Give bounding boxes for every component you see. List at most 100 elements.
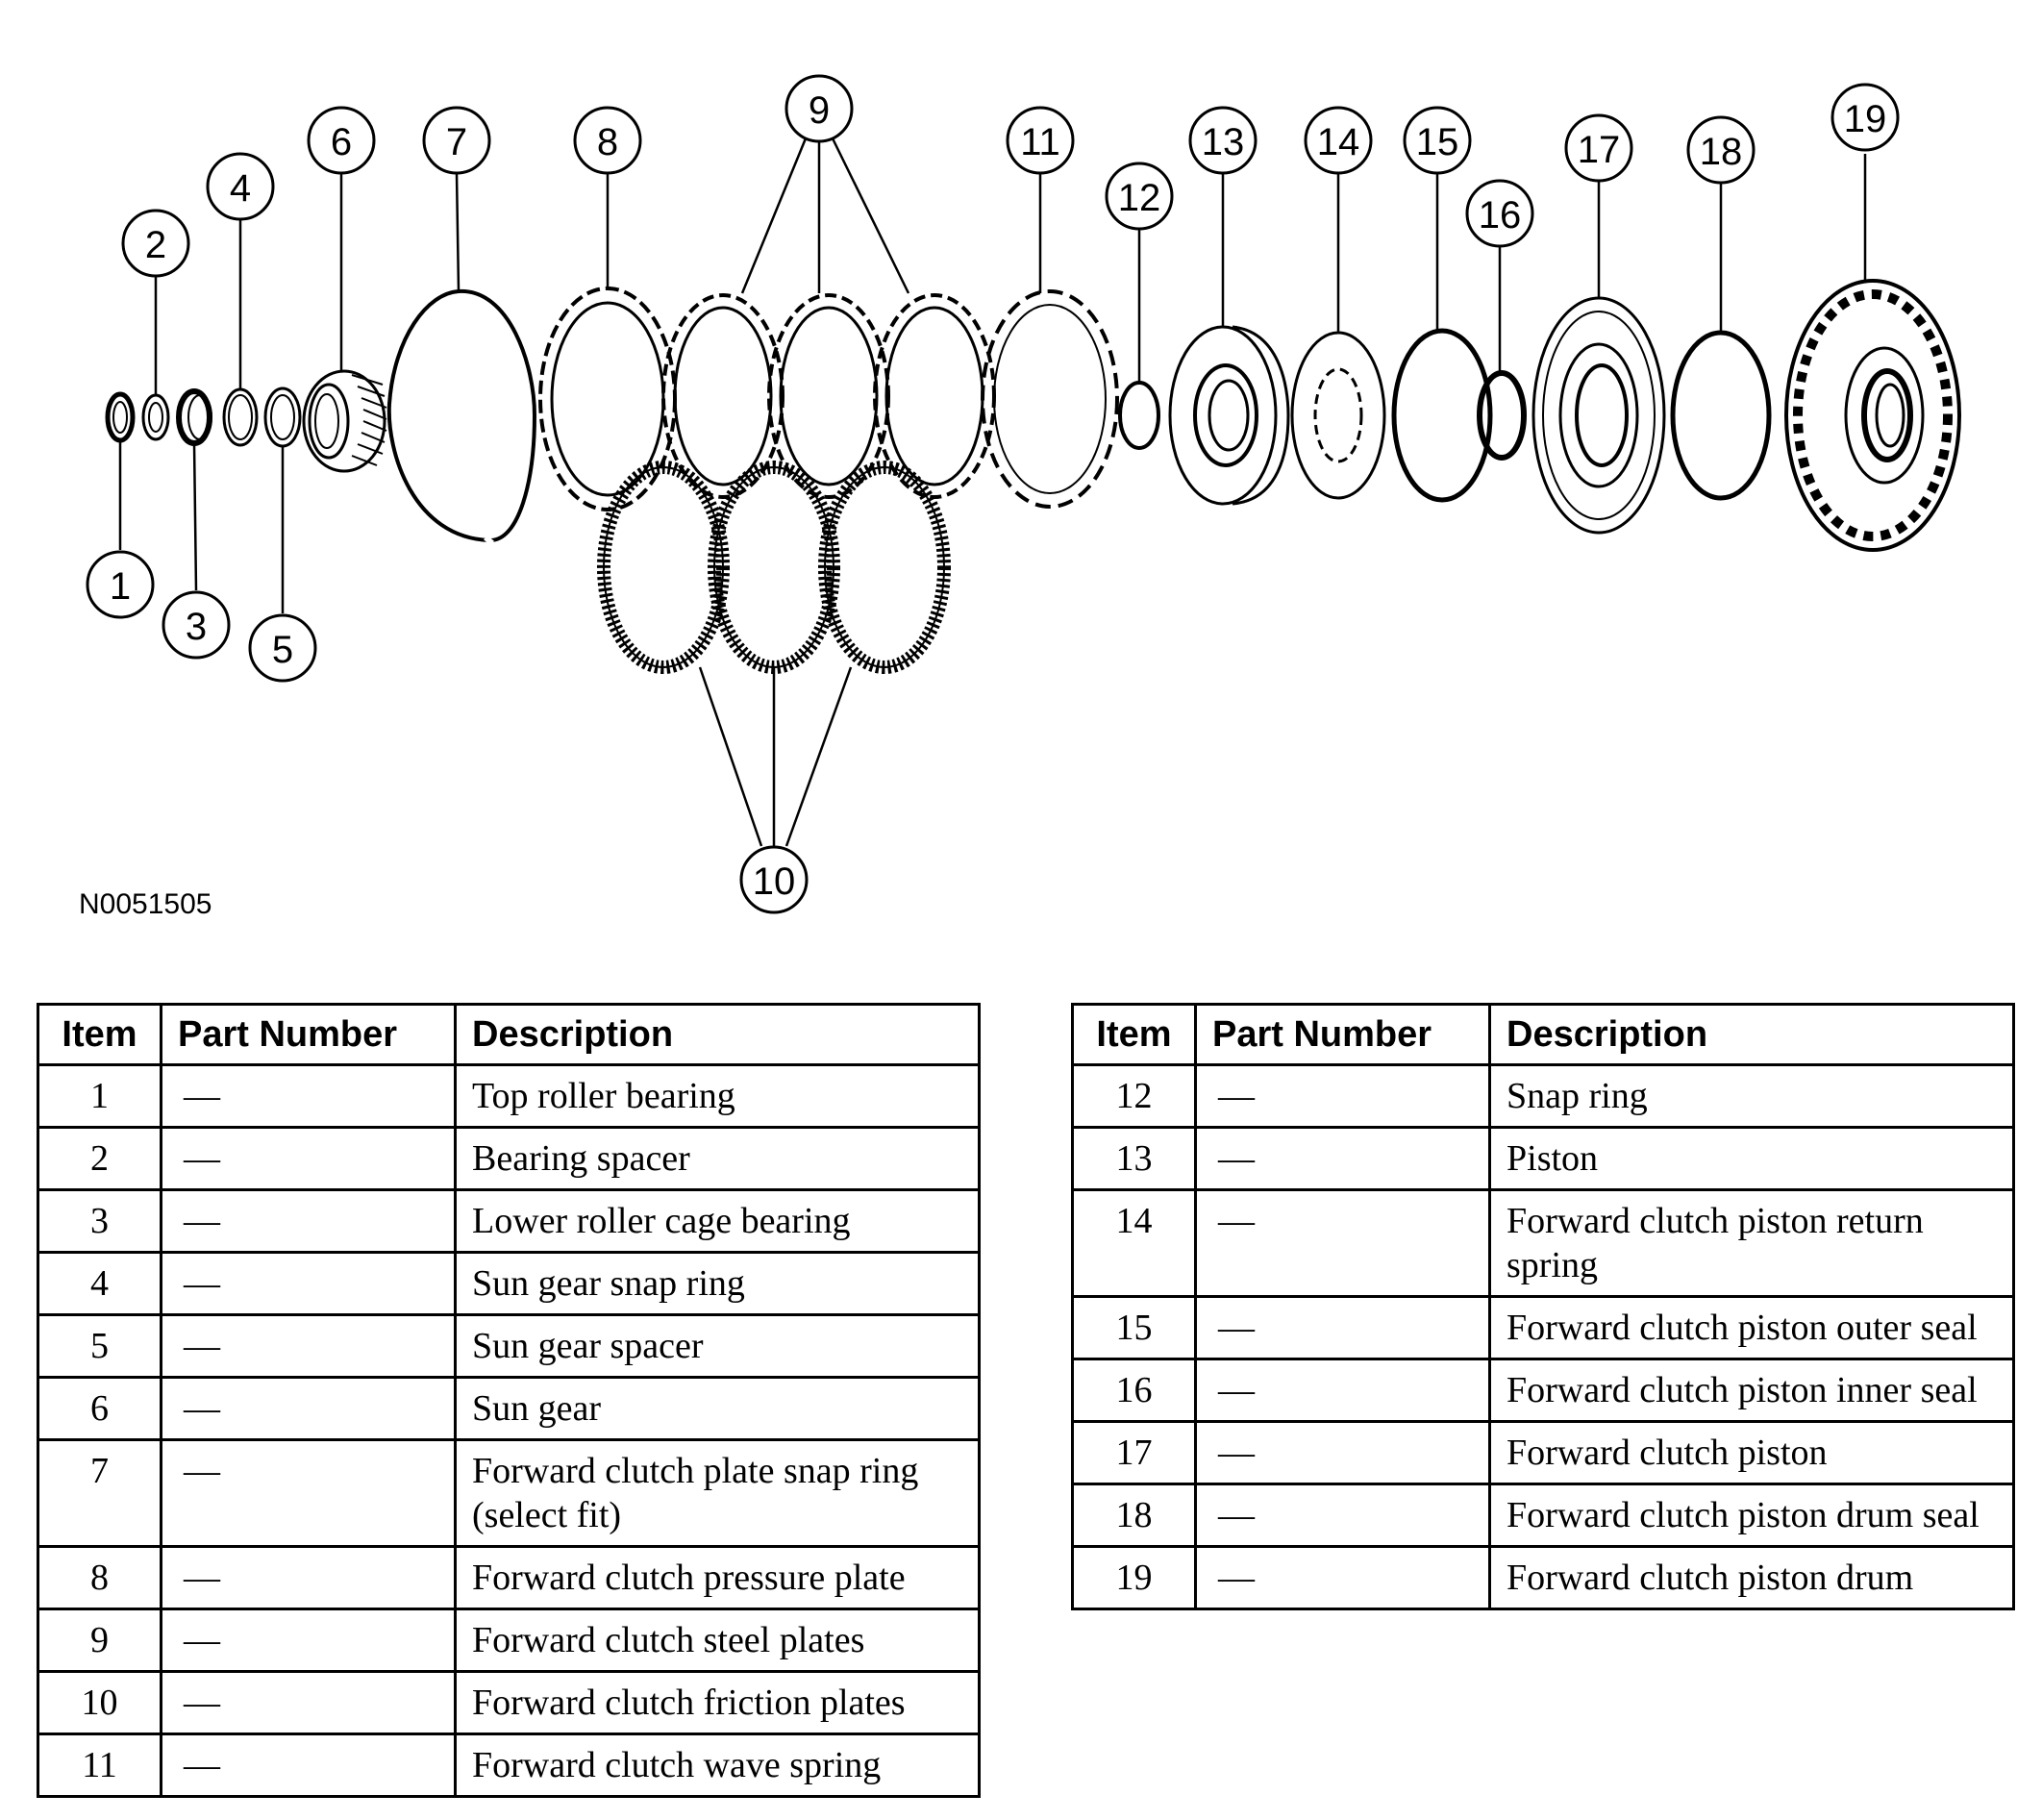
cell-item: 18 xyxy=(1071,1483,1197,1548)
callout-number: 5 xyxy=(272,629,293,671)
callout-9: 9 xyxy=(784,74,854,143)
table-row: 8—Forward clutch pressure plate xyxy=(37,1545,981,1610)
table-row: 6—Sun gear xyxy=(37,1376,981,1441)
part-13-piston xyxy=(1168,325,1290,506)
table-row: 15—Forward clutch piston outer seal xyxy=(1071,1295,2015,1360)
callout-number: 1 xyxy=(110,565,131,608)
callout-circle xyxy=(784,74,854,143)
cell-description: Top roller bearing xyxy=(454,1063,981,1129)
callout-number: 15 xyxy=(1416,121,1459,163)
cell-item: 4 xyxy=(37,1251,162,1316)
callout-number: 19 xyxy=(1844,98,1887,140)
callout-17: 17 xyxy=(1564,113,1633,183)
callout-circle xyxy=(1006,106,1075,175)
cell-description: Snap ring xyxy=(1488,1063,2015,1129)
callout-circle xyxy=(422,106,491,175)
parts-table-left: Item Part Number Description 1—Top rolle… xyxy=(37,1003,981,1798)
callout-circle xyxy=(1465,179,1534,248)
table-row: 3—Lower roller cage bearing xyxy=(37,1188,981,1254)
part-2-bearing-spacer xyxy=(141,393,170,441)
callout-number: 6 xyxy=(331,121,352,163)
cell-description: Forward clutch piston drum seal xyxy=(1488,1483,2015,1548)
callout-circle xyxy=(1564,113,1633,183)
cell-part-number: — xyxy=(1194,1063,1491,1129)
callout-number: 10 xyxy=(753,860,796,903)
part-1-top-roller-bearing xyxy=(105,391,136,443)
callout-circle xyxy=(86,550,155,619)
callout-4: 4 xyxy=(206,152,275,221)
cell-description: Forward clutch steel plates xyxy=(454,1608,981,1673)
cell-part-number: — xyxy=(1194,1358,1491,1423)
cell-part-number: — xyxy=(1194,1188,1491,1298)
cell-part-number: — xyxy=(160,1126,457,1191)
callout-circle xyxy=(248,613,317,683)
cell-item: 13 xyxy=(1071,1126,1197,1191)
header-item: Item xyxy=(1071,1003,1197,1066)
table-row: 2—Bearing spacer xyxy=(37,1126,981,1191)
callout-3: 3 xyxy=(162,590,231,660)
cell-item: 3 xyxy=(37,1188,162,1254)
callout-circle xyxy=(1403,106,1472,175)
callout-5: 5 xyxy=(248,613,317,683)
callout-10: 10 xyxy=(739,845,809,914)
cell-part-number: — xyxy=(160,1251,457,1316)
callout-18: 18 xyxy=(1686,115,1756,185)
part-11-wave-spring xyxy=(981,289,1119,509)
cell-item: 6 xyxy=(37,1376,162,1441)
table-row: 18—Forward clutch piston drum seal xyxy=(1071,1483,2015,1548)
cell-description: Forward clutch plate snap ring (select f… xyxy=(454,1438,981,1548)
cell-item: 11 xyxy=(37,1733,162,1798)
part-6-sun-gear xyxy=(302,369,387,473)
cell-item: 1 xyxy=(37,1063,162,1129)
callout-circle xyxy=(121,209,190,278)
callout-circle xyxy=(1830,83,1900,152)
cell-description: Forward clutch piston xyxy=(1488,1420,2015,1485)
callout-12: 12 xyxy=(1105,162,1174,231)
cell-description: Forward clutch piston outer seal xyxy=(1488,1295,2015,1360)
callout-circle xyxy=(739,845,809,914)
leader-lines xyxy=(118,137,1867,847)
part-15-outer-seal xyxy=(1391,328,1493,503)
header-item: Item xyxy=(37,1003,162,1066)
cell-item: 14 xyxy=(1071,1188,1197,1298)
part-7-snap-ring xyxy=(386,288,537,546)
cell-item: 10 xyxy=(37,1670,162,1735)
cell-part-number: — xyxy=(1194,1420,1491,1485)
table-row: 16—Forward clutch piston inner seal xyxy=(1071,1358,2015,1423)
cell-description: Forward clutch piston drum xyxy=(1488,1545,2015,1610)
cell-part-number: — xyxy=(160,1438,457,1548)
callout-16: 16 xyxy=(1465,179,1534,248)
part-8-pressure-plate xyxy=(538,287,677,511)
part-10-friction-plates xyxy=(597,461,951,674)
part-9-steel-plates xyxy=(661,293,996,499)
figure-id: N0051505 xyxy=(79,888,212,920)
callout-13: 13 xyxy=(1188,106,1258,175)
callout-number: 17 xyxy=(1578,129,1621,171)
cell-item: 19 xyxy=(1071,1545,1197,1610)
header-part-number: Part Number xyxy=(160,1003,457,1066)
cell-description: Sun gear spacer xyxy=(454,1313,981,1379)
part-19-forward-clutch-piston-drum xyxy=(1784,279,1961,552)
cell-description: Lower roller cage bearing xyxy=(454,1188,981,1254)
cell-description: Forward clutch piston inner seal xyxy=(1488,1358,2015,1423)
part-4-sun-gear-snap-ring xyxy=(222,387,259,447)
cell-description: Sun gear snap ring xyxy=(454,1251,981,1316)
cell-part-number: — xyxy=(160,1063,457,1129)
cell-description: Forward clutch wave spring xyxy=(454,1733,981,1798)
cell-item: 2 xyxy=(37,1126,162,1191)
callout-circle xyxy=(1304,106,1373,175)
callout-8: 8 xyxy=(573,106,642,175)
table-row: 1—Top roller bearing xyxy=(37,1063,981,1129)
header-description: Description xyxy=(454,1003,981,1066)
part-12-snap-ring xyxy=(1118,381,1160,450)
table-row: 11—Forward clutch wave spring xyxy=(37,1733,981,1798)
callout-19: 19 xyxy=(1830,83,1900,152)
callout-circle xyxy=(1686,115,1756,185)
callout-11: 11 xyxy=(1006,106,1075,175)
cell-item: 16 xyxy=(1071,1358,1197,1423)
table-header-row: Item Part Number Description xyxy=(37,1003,981,1066)
callout-7: 7 xyxy=(422,106,491,175)
table-row: 5—Sun gear spacer xyxy=(37,1313,981,1379)
